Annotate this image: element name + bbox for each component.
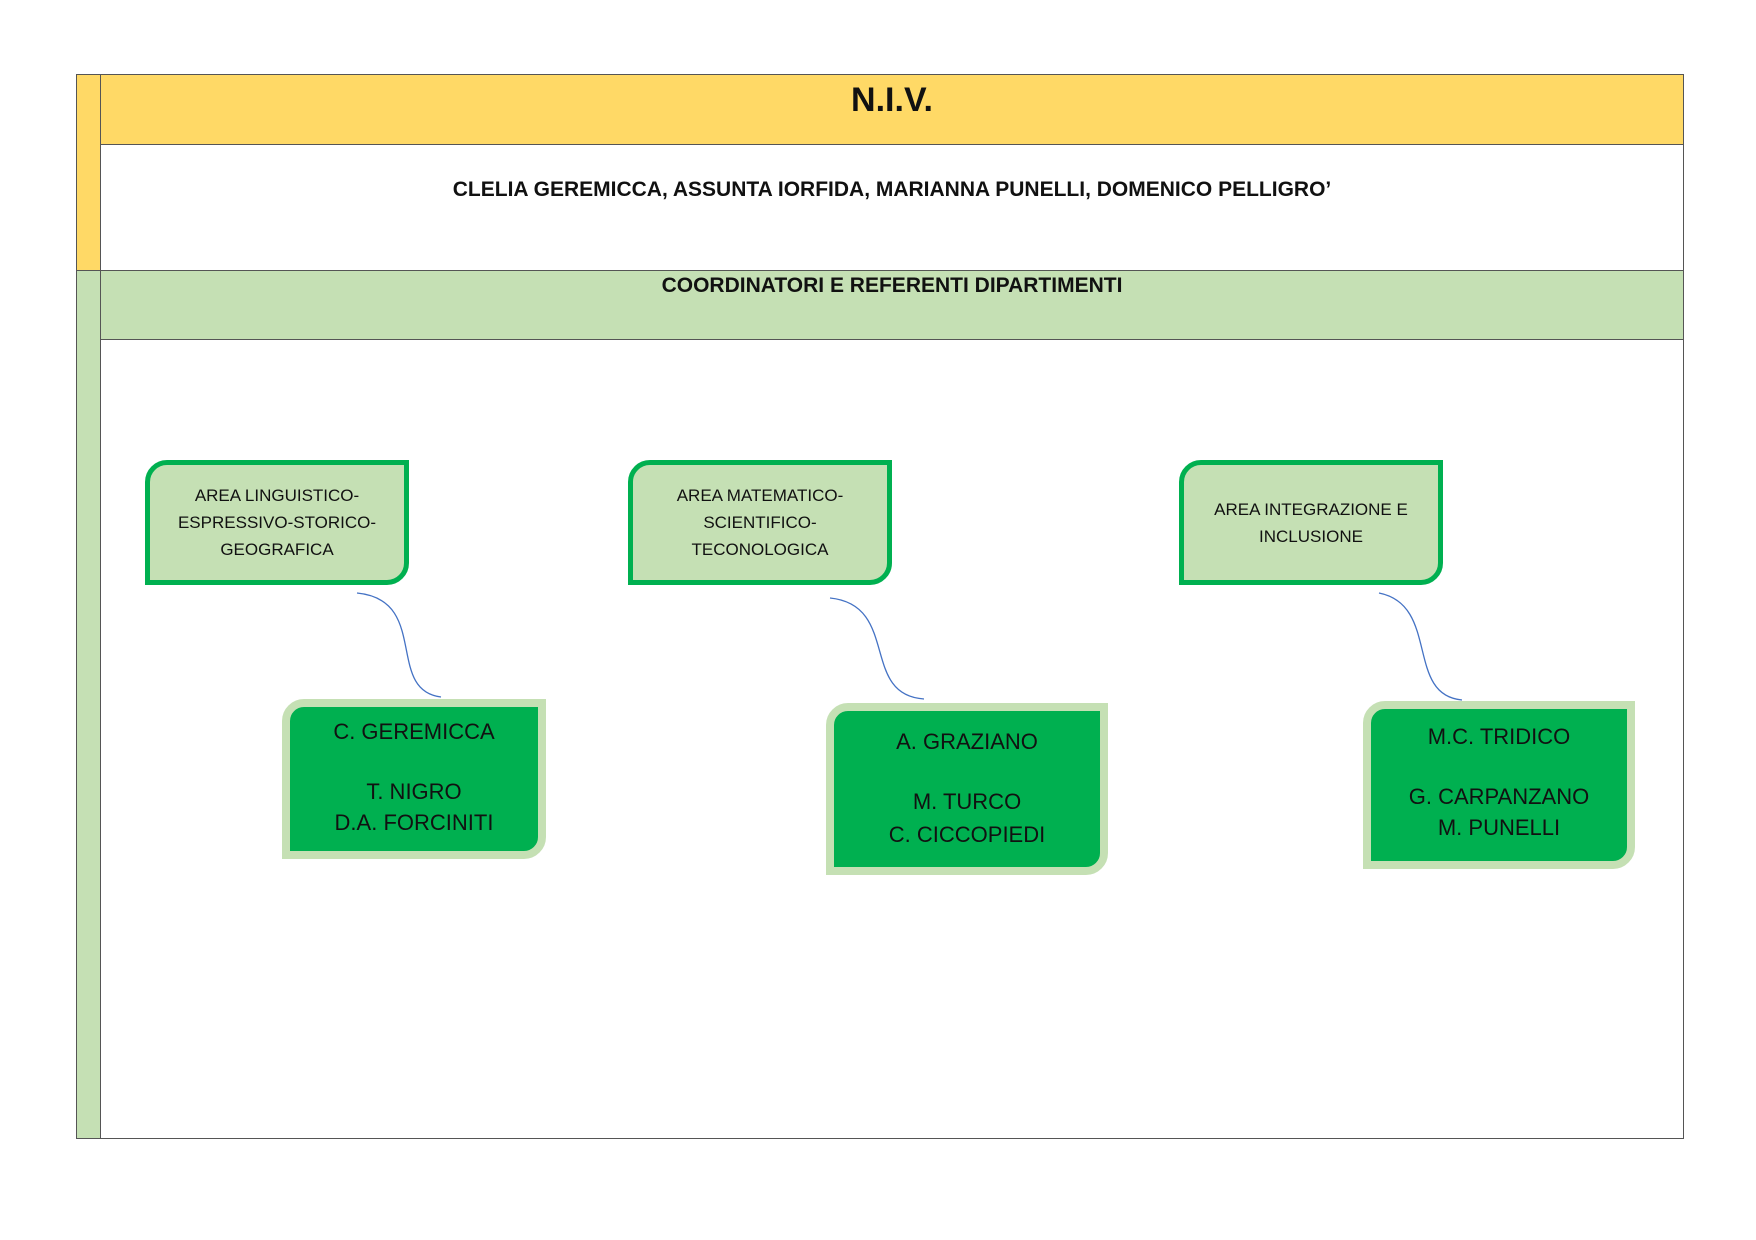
area-label-line: TECONOLOGICA	[691, 540, 829, 559]
members-list: CLELIA GEREMICCA, ASSUNTA IORFIDA, MARIA…	[452, 178, 1332, 201]
area-label-line: AREA LINGUISTICO-	[194, 486, 360, 505]
referent-name: T. NIGRO	[366, 779, 462, 804]
names-box-matematico: A. GRAZIANO M. TURCO C. CICCOPIEDI	[826, 703, 1108, 875]
departments-heading: COORDINATORI E REFERENTI DIPARTIMENTI	[661, 274, 1123, 297]
area-label-line: ESPRESSIVO-STORICO-	[177, 513, 377, 532]
connector-3	[1378, 592, 1463, 701]
title-band: N.I.V.	[101, 74, 1684, 145]
names-box-integrazione: M.C. TRIDICO G. CARPANZANO M. PUNELLI	[1363, 701, 1635, 869]
referent-name: G. CARPANZANO	[1408, 784, 1590, 809]
side-bar-yellow	[76, 74, 101, 270]
names-box-linguistico: C. GEREMICCA T. NIGRO D.A. FORCINITI	[282, 699, 546, 859]
members-band: CLELIA GEREMICCA, ASSUNTA IORFIDA, MARIA…	[101, 145, 1684, 270]
referent-name: M. TURCO	[912, 789, 1022, 814]
coordinator-name: C. GEREMICCA	[333, 719, 495, 744]
area-label-line: AREA MATEMATICO-	[676, 486, 844, 505]
departments-band: COORDINATORI E REFERENTI DIPARTIMENTI	[101, 270, 1684, 340]
coordinator-name: M.C. TRIDICO	[1427, 724, 1571, 749]
connector-2	[829, 597, 925, 700]
referent-name: M. PUNELLI	[1437, 815, 1561, 840]
referent-name: D.A. FORCINITI	[334, 810, 494, 835]
area-label-line: SCIENTIFICO-	[703, 513, 817, 532]
area-label-line: AREA INTEGRAZIONE E	[1214, 499, 1408, 519]
side-bar-green	[76, 270, 101, 1139]
area-box-matematico: AREA MATEMATICO- SCIENTIFICO- TECONOLOGI…	[628, 460, 892, 585]
area-box-integrazione: AREA INTEGRAZIONE E INCLUSIONE	[1179, 460, 1443, 585]
page-title: N.I.V.	[851, 81, 933, 119]
area-label-line: GEOGRAFICA	[220, 540, 334, 559]
connector-1	[356, 592, 442, 698]
referent-name: C. CICCOPIEDI	[888, 822, 1046, 847]
area-box-linguistico: AREA LINGUISTICO- ESPRESSIVO-STORICO- GE…	[145, 460, 409, 585]
area-label-line: INCLUSIONE	[1259, 526, 1363, 546]
coordinator-name: A. GRAZIANO	[896, 729, 1038, 754]
